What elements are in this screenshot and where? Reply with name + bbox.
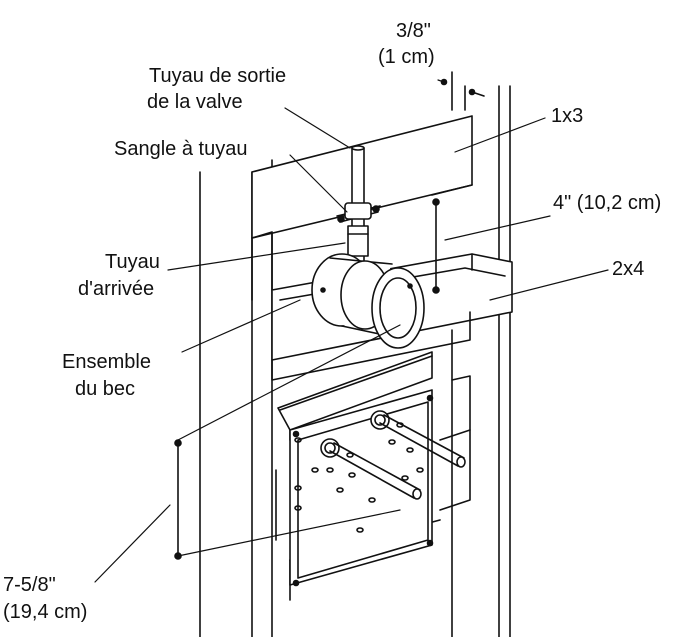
label-gap-fraction: 3/8"	[396, 20, 431, 42]
label-outlet-pipe-2: de la valve	[147, 91, 243, 113]
spout-assembly	[311, 253, 425, 349]
pipe-strap	[336, 202, 381, 223]
mounting-plate-upper	[277, 351, 433, 441]
board-1x3	[251, 115, 473, 301]
inlet-pipe	[347, 225, 369, 257]
label-height-fraction: 7-5/8"	[3, 574, 56, 596]
label-spout-assembly-2: du bec	[75, 378, 136, 400]
label-gap-metric: (1 cm)	[378, 46, 435, 68]
valve-stems	[320, 410, 466, 500]
label-pipe-strap: Sangle à tuyau	[114, 138, 248, 160]
right-stud	[451, 85, 511, 638]
label-outlet-pipe-1: Tuyau de sortie	[149, 65, 287, 87]
label-inlet-pipe-2: d'arrivée	[78, 278, 155, 300]
label-height-metric: (19,4 cm)	[3, 601, 88, 623]
dimension-4in	[432, 198, 440, 294]
dimension-7-5-8in	[174, 439, 182, 560]
label-board-1x3: 1x3	[551, 105, 584, 127]
label-inlet-pipe-1: Tuyau	[105, 251, 160, 273]
leader-lines	[94, 79, 609, 583]
label-spout-assembly-1: Ensemble	[62, 351, 151, 373]
label-board-2x4: 2x4	[612, 258, 645, 280]
dimension-gap	[440, 71, 485, 111]
label-spacing-4in: 4" (10,2 cm)	[553, 192, 662, 214]
